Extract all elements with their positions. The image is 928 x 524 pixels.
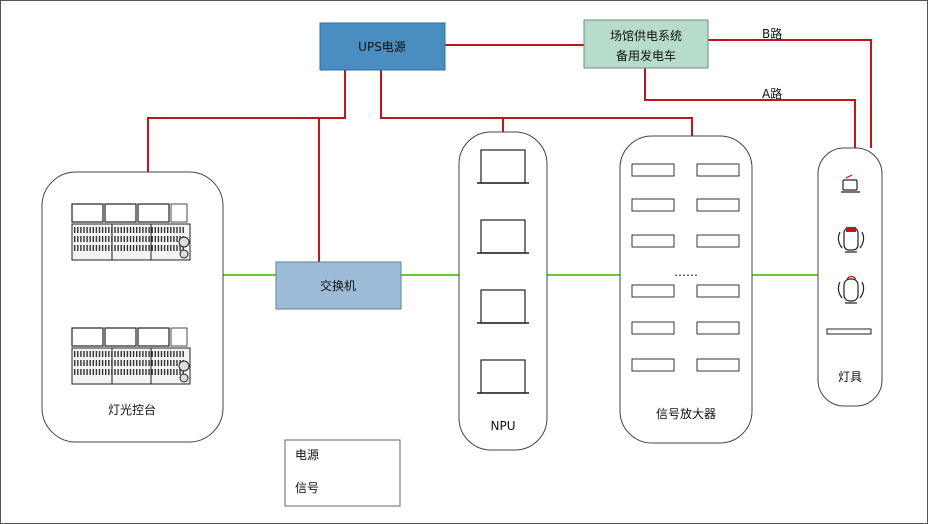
- amplifier-group: …… 信号放大器: [619, 135, 753, 444]
- fixture-bar-icon: [826, 328, 872, 335]
- amplifier-ellipsis: ……: [674, 265, 698, 279]
- npu-label: NPU: [491, 419, 516, 433]
- lighting-console-device-1: [71, 203, 191, 261]
- ups-node: UPS电源: [319, 22, 446, 71]
- amplifier-unit-icon: [631, 358, 675, 372]
- ups-label: UPS电源: [358, 40, 406, 54]
- power-line-b-route: [708, 39, 872, 148]
- amplifier-unit-icon: [696, 234, 740, 248]
- power-line-a-route: [644, 68, 856, 148]
- npu-unit-icon: [477, 149, 529, 184]
- fixtures-group: 灯具: [817, 147, 883, 407]
- npu-units: [477, 149, 529, 394]
- console-group: 灯光控台: [41, 171, 224, 443]
- npu-unit-icon: [477, 359, 529, 394]
- generator-label-line1: 场馆供电系统: [610, 28, 682, 43]
- amplifier-unit-icon: [631, 284, 675, 298]
- npu-unit-icon: [477, 219, 529, 254]
- amplifier-unit-icon: [631, 321, 675, 335]
- fixtures-label: 灯具: [838, 370, 862, 384]
- npu-group: NPU: [458, 131, 548, 451]
- console-label: 灯光控台: [108, 402, 156, 417]
- switch-node: 交换机: [275, 261, 402, 310]
- lighting-console-device-2: [71, 327, 191, 385]
- amplifier-unit-icon: [696, 163, 740, 177]
- fixture-wash-icon: [841, 174, 860, 193]
- fixture-moving-head-icon-1: [837, 227, 865, 253]
- amplifier-unit-icon: [631, 198, 675, 212]
- amplifier-unit-icon: [631, 234, 675, 248]
- amplifier-unit-icon: [696, 198, 740, 212]
- legend-signal-label: 信号: [295, 481, 319, 495]
- route-b-label: B路: [762, 26, 782, 41]
- amplifier-unit-icon: [696, 321, 740, 335]
- route-a-label: A路: [762, 86, 782, 101]
- legend: 电源 信号: [284, 439, 401, 507]
- amplifier-label: 信号放大器: [656, 406, 716, 421]
- generator-label-line2: 备用发电车: [616, 48, 676, 63]
- amplifier-units: [631, 163, 740, 372]
- power-lines: [147, 39, 872, 456]
- npu-unit-icon: [477, 289, 529, 324]
- switch-label: 交换机: [320, 278, 356, 293]
- amplifier-unit-icon: [696, 358, 740, 372]
- power-line-ups-to-npu-amp: [380, 70, 693, 136]
- power-line-ups-to-console: [147, 70, 346, 172]
- fixture-moving-head-icon-2: [837, 275, 865, 304]
- legend-power-label: 电源: [295, 448, 319, 462]
- amplifier-unit-icon: [631, 163, 675, 177]
- amplifier-unit-icon: [696, 284, 740, 298]
- generator-node: 场馆供电系统 备用发电车: [583, 19, 709, 69]
